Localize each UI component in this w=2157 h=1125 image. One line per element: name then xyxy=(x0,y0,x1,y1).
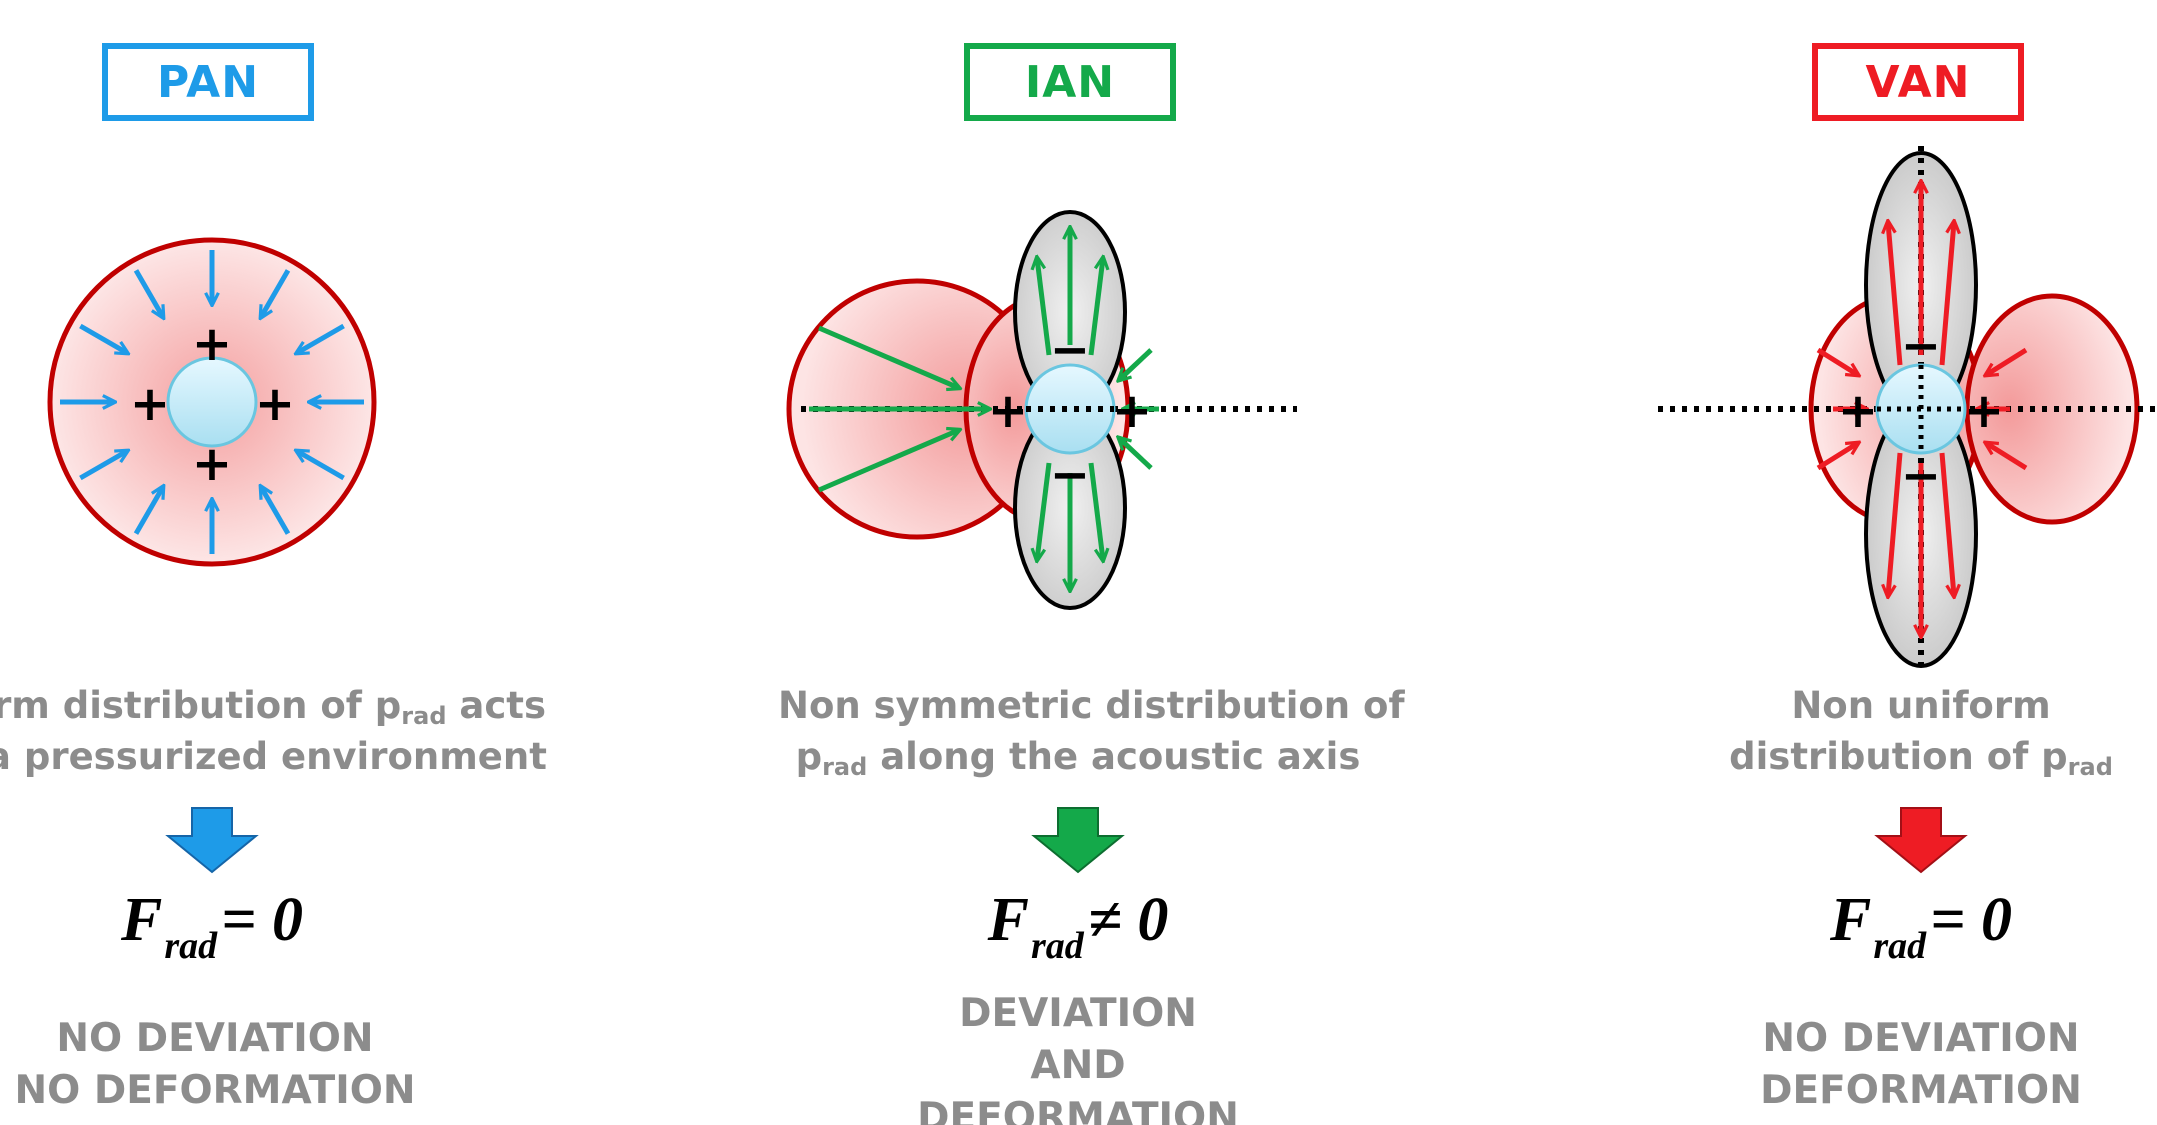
pan-result-line2: NO DEFORMATION xyxy=(14,1068,416,1113)
force-arrow xyxy=(79,323,127,353)
force-arrow xyxy=(79,451,127,481)
force-arrow xyxy=(1888,222,1903,366)
van-right-lobe xyxy=(1964,293,2140,525)
van-desc-line1: Non uniform xyxy=(1791,684,2051,727)
van-result: NO DEVIATION DEFORMATION xyxy=(1706,1013,2136,1117)
force-arrow xyxy=(818,430,959,493)
ian-desc-line1: Non symmetric distribution of xyxy=(778,684,1405,727)
ian-desc-line2: prad along the acoustic axis xyxy=(795,735,1361,781)
plus-sign: + xyxy=(192,316,232,372)
force-arrow xyxy=(1816,347,1858,375)
plus-sign: + xyxy=(255,376,295,432)
van-down-arrow-icon xyxy=(1874,807,1968,874)
pan-desc-line2: a pressurized environment xyxy=(0,735,547,778)
pan-down-arrow-icon xyxy=(165,807,259,874)
van-formula: Frad= 0 xyxy=(1830,886,2012,967)
pan-formula: Frad= 0 xyxy=(121,886,303,967)
minus-sign: − xyxy=(1901,448,1941,504)
van-diagram: + + − − xyxy=(1658,146,2157,670)
force-arrow xyxy=(261,269,291,317)
force-arrow xyxy=(133,487,163,535)
ian-diagram: + + − − xyxy=(786,210,1297,610)
force-arrow xyxy=(1037,462,1052,560)
plus-sign: + xyxy=(1838,383,1878,439)
force-arrow xyxy=(1088,462,1103,560)
panel-pan: PAN + + + + rm distribution of prad act xyxy=(0,0,719,1125)
force-arrow xyxy=(1939,222,1954,366)
pan-plus-signs: + + + + xyxy=(130,316,295,492)
pan-cell xyxy=(166,356,258,448)
pan-result: NO DEVIATION NO DEFORMATION xyxy=(0,1013,430,1117)
force-arrow xyxy=(1119,348,1153,380)
pan-result-line1: NO DEVIATION xyxy=(56,1016,374,1061)
minus-sign: − xyxy=(1901,318,1941,374)
ian-result-line1: DEVIATION xyxy=(959,991,1197,1036)
ian-result-line2: AND xyxy=(1030,1043,1126,1088)
ian-description: Non symmetric distribution of prad along… xyxy=(778,680,1405,782)
force-arrow xyxy=(1037,258,1052,356)
minus-sign: − xyxy=(1050,447,1090,503)
force-arrow xyxy=(1986,347,2028,375)
ian-result-line3: DEFORMATION xyxy=(917,1095,1239,1125)
minus-sign: − xyxy=(1050,322,1090,378)
pan-label: PAN xyxy=(102,43,314,121)
plus-sign: + xyxy=(988,383,1028,439)
van-label: VAN xyxy=(1812,43,2024,121)
pan-arrows xyxy=(60,250,364,554)
panel-ian: IAN xyxy=(719,0,1438,1125)
plus-sign: + xyxy=(130,376,170,432)
force-arrow xyxy=(818,325,959,388)
ian-result: DEVIATION AND DEFORMATION xyxy=(863,988,1293,1125)
van-result-line1: NO DEVIATION xyxy=(1762,1016,2080,1061)
van-result-line2: DEFORMATION xyxy=(1760,1068,2082,1113)
van-desc-line2: distribution of prad xyxy=(1729,735,2113,781)
ian-signs: + + − − xyxy=(988,322,1152,503)
ian-label: IAN xyxy=(964,43,1176,121)
force-arrow xyxy=(1088,258,1103,356)
van-signs: + + − − xyxy=(1838,318,2004,504)
force-arrow xyxy=(133,269,163,317)
plus-sign: + xyxy=(1964,383,2004,439)
panel-van: VAN xyxy=(1438,0,2157,1125)
ian-arrows xyxy=(809,228,1159,590)
force-arrow xyxy=(1888,452,1903,596)
plus-sign: + xyxy=(1112,383,1152,439)
pan-description: rm distribution of prad acts a pressuriz… xyxy=(0,680,547,782)
van-arrows xyxy=(1816,182,2028,636)
force-arrow xyxy=(1939,452,1954,596)
force-arrow xyxy=(297,323,345,353)
force-arrow xyxy=(1119,438,1153,470)
pan-desc-line1: rm distribution of prad acts xyxy=(0,684,546,730)
force-arrow xyxy=(261,487,291,535)
ian-formula: Frad≠ 0 xyxy=(987,886,1169,967)
force-arrow xyxy=(297,451,345,481)
ian-down-arrow-icon xyxy=(1031,807,1125,874)
plus-sign: + xyxy=(192,436,232,492)
force-arrow xyxy=(1986,443,2028,471)
pan-diagram: + + + + xyxy=(47,237,377,567)
force-arrow xyxy=(1816,443,1858,471)
van-description: Non uniform distribution of prad xyxy=(1721,680,2121,782)
